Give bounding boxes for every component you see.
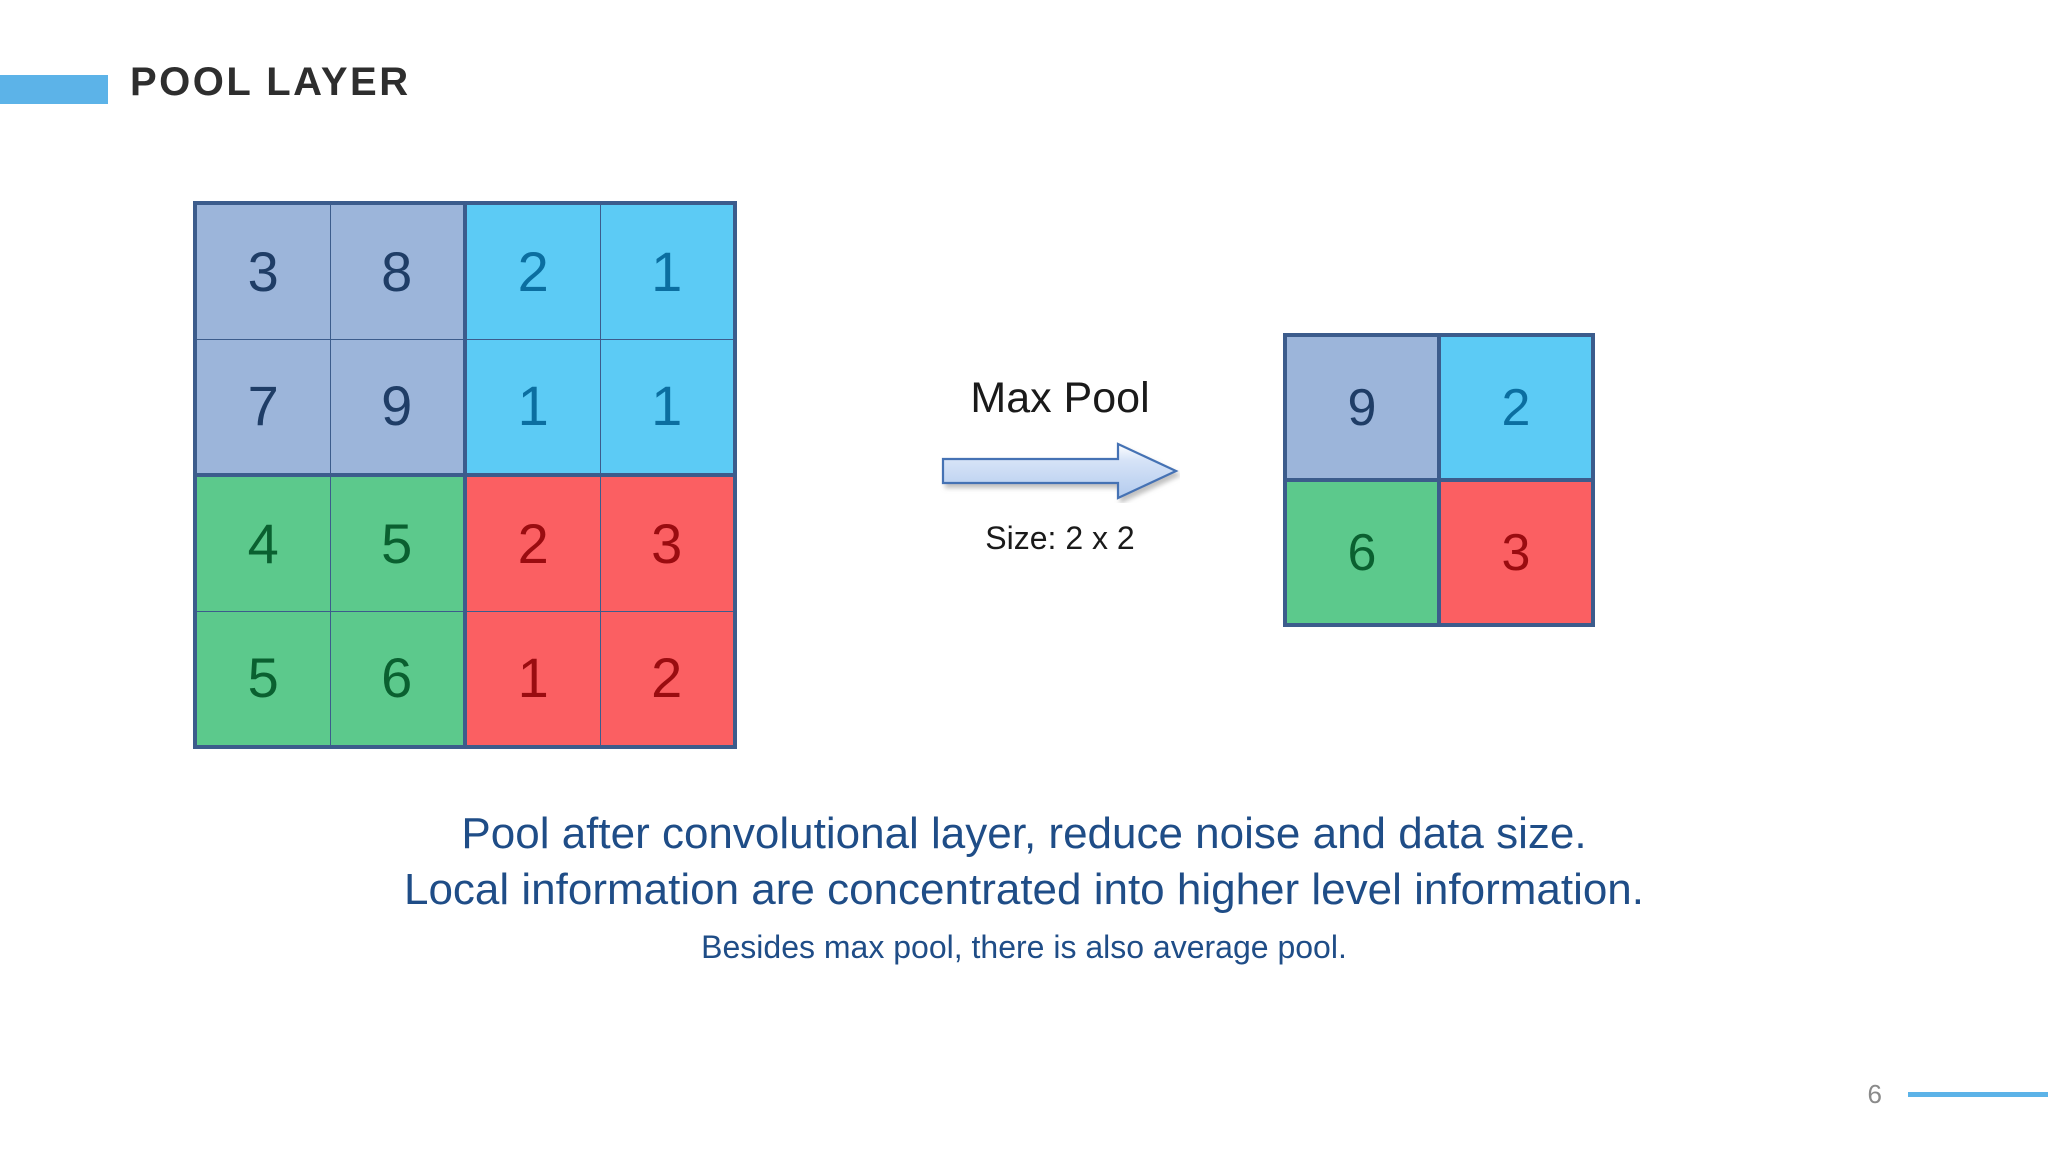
page-number: 6 [1867,1079,1882,1109]
input-cell: 1 [467,339,600,473]
right-arrow-icon [860,440,1260,504]
input-quadrant-top-right: 2 1 1 1 [467,205,733,473]
caption-line-1: Pool after convolutional layer, reduce n… [461,809,1587,858]
input-cell: 5 [330,477,463,611]
page-title: POOL LAYER [130,60,411,104]
input-cell: 3 [600,477,733,611]
caption-line-3: Besides max pool, there is also average … [701,928,1347,965]
slide-footer: 6 [1868,1079,2048,1110]
input-quadrant-bottom-left: 4 5 5 6 [197,477,463,745]
input-quadrant-top-left: 3 8 7 9 [197,205,463,473]
input-cell: 7 [197,339,330,473]
input-cell: 4 [197,477,330,611]
output-cell: 3 [1441,482,1591,623]
output-feature-map-grid: 9 2 6 3 [1283,333,1595,627]
input-cell: 1 [600,339,733,473]
pooling-operation-block: Max Pool Size: 2 x 2 [860,374,1260,557]
input-feature-map-grid: 3 8 7 9 2 1 1 1 4 5 5 6 2 3 1 2 [193,201,737,749]
operation-title: Max Pool [970,374,1150,422]
input-cell: 3 [197,205,330,339]
input-quadrant-bottom-right: 2 3 1 2 [467,477,733,745]
input-cell: 2 [467,205,600,339]
caption-line-2: Local information are concentrated into … [403,865,1645,915]
title-accent-bar [0,75,108,104]
input-cell: 8 [330,205,463,339]
slide-caption: Pool after convolutional layer, reduce n… [0,806,2048,971]
input-cell: 2 [600,611,733,745]
output-cell: 2 [1441,337,1591,478]
input-cell: 6 [330,611,463,745]
input-cell: 1 [600,205,733,339]
input-cell: 1 [467,611,600,745]
output-cell: 9 [1287,337,1437,478]
operation-subtitle: Size: 2 x 2 [985,520,1135,557]
input-cell: 5 [197,611,330,745]
input-cell: 2 [467,477,600,611]
input-cell: 9 [330,339,463,473]
output-cell: 6 [1287,482,1437,623]
footer-rule [1908,1092,2048,1097]
